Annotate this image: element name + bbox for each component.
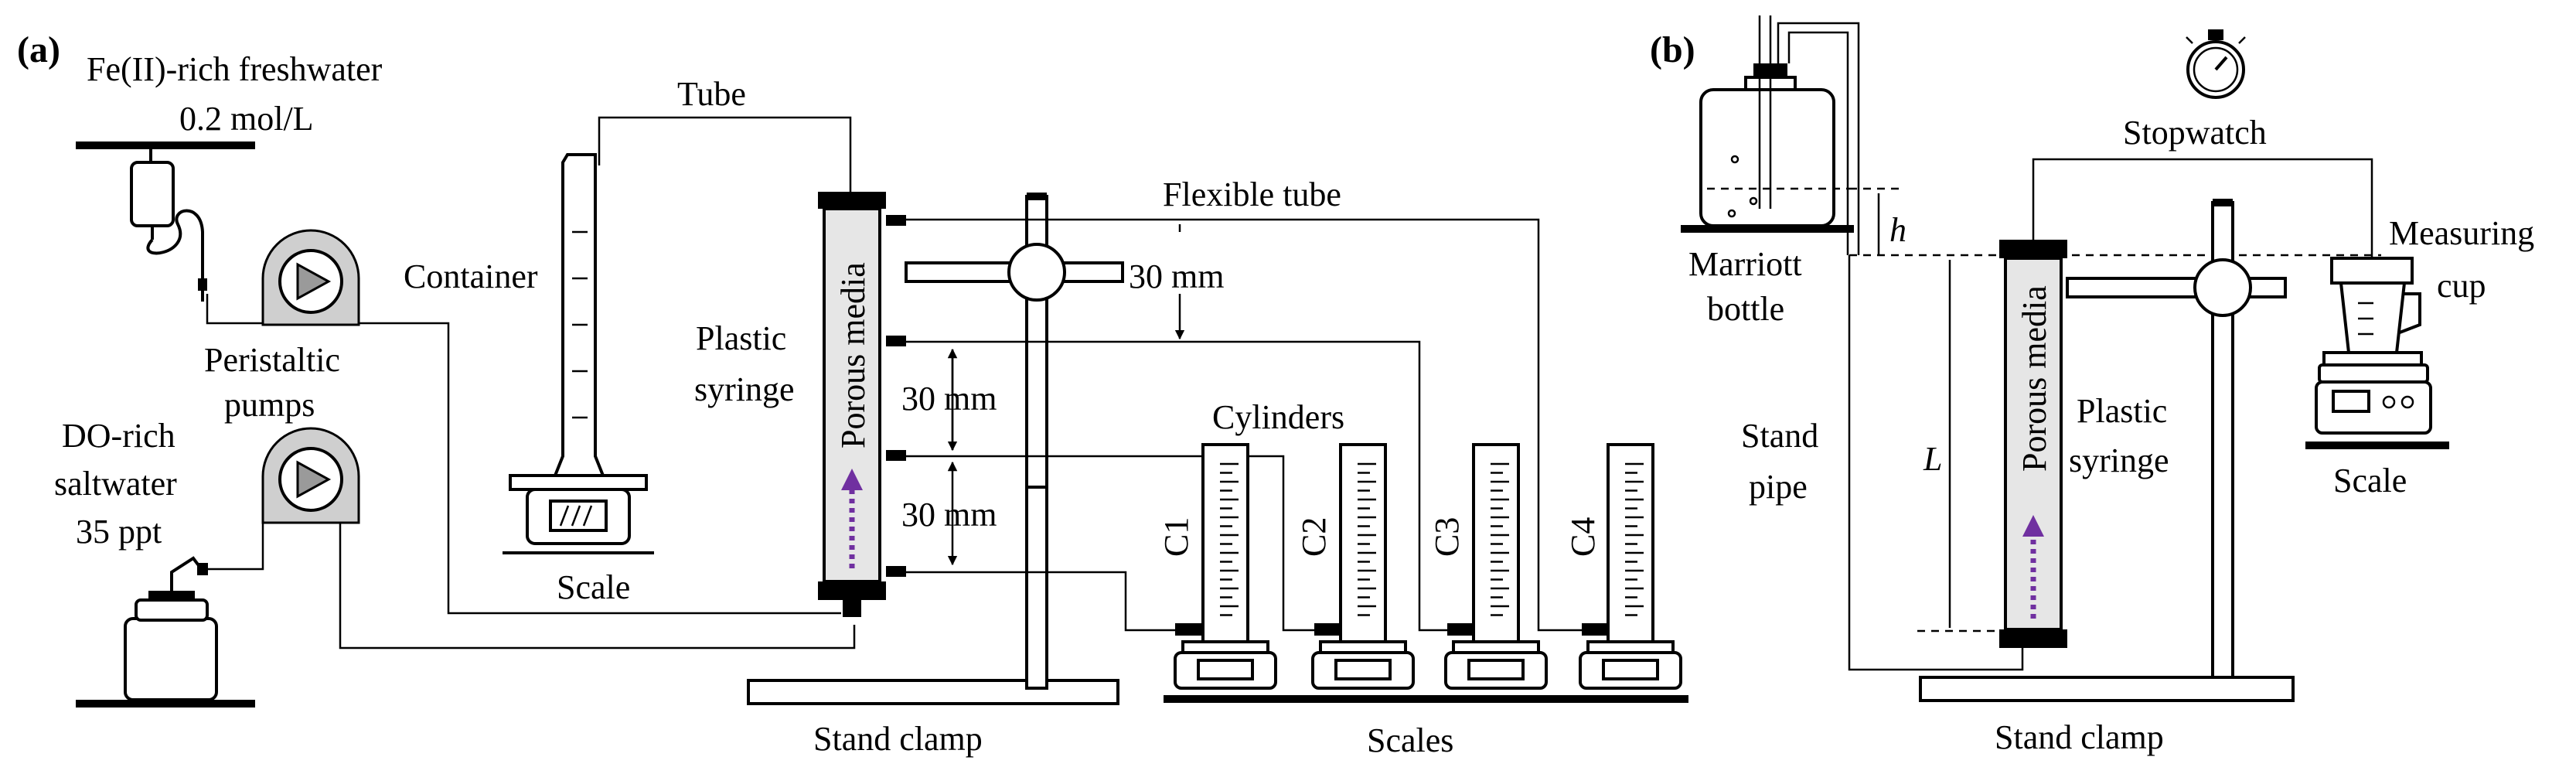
length-symbol: L bbox=[1923, 440, 1942, 478]
pumps-label-2: pumps bbox=[224, 386, 315, 424]
freshwater-tube bbox=[206, 294, 263, 325]
pumps-label-1: Peristaltic bbox=[204, 341, 340, 379]
marriott-bottle bbox=[1681, 15, 1860, 255]
cylinder-name-c3: C3 bbox=[1428, 517, 1466, 557]
measuring-scale bbox=[2305, 351, 2449, 449]
saltwater-label-2: saltwater bbox=[54, 465, 177, 503]
tube-label: Tube bbox=[677, 75, 746, 113]
container-scale bbox=[503, 474, 654, 554]
plastic-syringe-b bbox=[1999, 240, 2067, 648]
saltwater-bottle bbox=[76, 556, 255, 708]
stand-clamp-a bbox=[747, 193, 1124, 705]
stopwatch-label: Stopwatch bbox=[2123, 114, 2267, 152]
freshwater-label: Fe(II)-rich freshwater bbox=[87, 50, 383, 88]
panel-a-tag: (a) bbox=[17, 29, 60, 70]
syringe-label-b-1: Plastic bbox=[2077, 392, 2167, 430]
saltwater-tube bbox=[207, 523, 264, 571]
cylinder-name-c1: C1 bbox=[1157, 517, 1195, 557]
cylinder-name-c2: C2 bbox=[1295, 517, 1333, 557]
cylinders-label: Cylinders bbox=[1212, 398, 1344, 436]
syringe-label-a-2: syringe bbox=[694, 370, 795, 408]
stand-pipe-label-2: pipe bbox=[1749, 468, 1808, 506]
panel-a: (a) Fe(II)-rich freshwater 0.2 mol/L Per… bbox=[17, 29, 1688, 759]
scales-label: Scales bbox=[1367, 721, 1453, 759]
spacing-label-3: 30 mm bbox=[901, 496, 997, 534]
peristaltic-pump-top bbox=[261, 229, 360, 326]
measuring-cup bbox=[2330, 257, 2421, 354]
stopwatch-icon bbox=[2186, 29, 2246, 99]
porous-media-label-b: Porous media bbox=[2015, 285, 2053, 472]
head-symbol: h bbox=[1889, 211, 1906, 249]
spacing-label-2: 30 mm bbox=[901, 380, 997, 418]
container-scale-label: Scale bbox=[557, 568, 630, 606]
peristaltic-pump-bottom bbox=[261, 427, 360, 524]
panel-b-tag: (b) bbox=[1650, 29, 1695, 70]
cylinder-c1 bbox=[1174, 443, 1277, 690]
measuring-scale-label: Scale bbox=[2333, 462, 2407, 500]
syringe-label-a-1: Plastic bbox=[696, 319, 786, 357]
porous-media-label-a: Porous media bbox=[834, 262, 872, 448]
container-label: Container bbox=[404, 257, 538, 295]
stand-clamp-b bbox=[1919, 199, 2295, 702]
container-cylinder bbox=[553, 153, 605, 477]
cylinder-ticks bbox=[1220, 462, 1644, 616]
marriott-label-2: bottle bbox=[1707, 290, 1784, 328]
cylinder-name-c4: C4 bbox=[1564, 517, 1602, 557]
flexible-tube-label: Flexible tube bbox=[1163, 176, 1341, 213]
stand-pipe bbox=[1848, 255, 2024, 671]
flexible-tube-c2 bbox=[906, 455, 1314, 632]
stand-clamp-label-a: Stand clamp bbox=[813, 720, 983, 758]
freshwater-bag bbox=[76, 142, 255, 302]
stand-pipe-label-1: Stand bbox=[1741, 417, 1818, 455]
saltwater-label-3: 35 ppt bbox=[76, 513, 162, 551]
saltwater-label-1: DO-rich bbox=[62, 417, 175, 455]
measuring-label-2: cup bbox=[2437, 267, 2486, 305]
plastic-syringe-a bbox=[818, 192, 906, 617]
overflow-tube bbox=[598, 116, 852, 193]
stand-clamp-label-b: Stand clamp bbox=[1995, 718, 2164, 756]
freshwater-feed-line bbox=[359, 322, 841, 615]
marriott-label-1: Marriott bbox=[1688, 245, 1802, 283]
flexible-tube-c3 bbox=[906, 340, 1447, 632]
saltwater-feed-line bbox=[339, 523, 856, 650]
cylinder-c4 bbox=[1579, 443, 1682, 690]
spacing-label-1: 30 mm bbox=[1129, 257, 1224, 295]
measuring-label-1: Measuring bbox=[2389, 214, 2534, 252]
flexible-tube-c4 bbox=[906, 218, 1582, 632]
freshwater-concentration: 0.2 mol/L bbox=[179, 100, 314, 138]
syringe-label-b-2: syringe bbox=[2069, 442, 2169, 479]
outflow-tube bbox=[2032, 158, 2373, 260]
panel-b: (b) Marriott bottle h Stand pipe bbox=[1650, 15, 2534, 756]
flexible-tube-c1 bbox=[906, 571, 1175, 632]
